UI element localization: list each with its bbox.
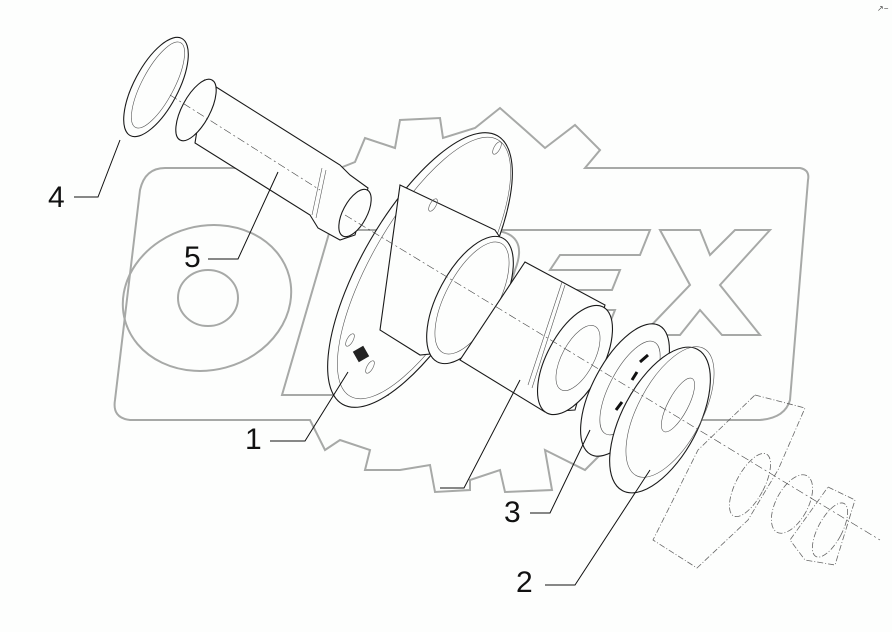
part-3-bearing-cage bbox=[580, 323, 670, 457]
callout-5: 5 bbox=[184, 241, 201, 274]
part-2-seal-ring bbox=[609, 346, 715, 494]
part-5-shaft bbox=[175, 78, 372, 241]
callout-1: 1 bbox=[245, 423, 262, 456]
ghost-parts bbox=[652, 394, 856, 569]
corner-mark: ↗− bbox=[877, 4, 889, 13]
part-4-seal-disk bbox=[123, 36, 189, 138]
label-plate-icon bbox=[352, 345, 370, 363]
callout-3: 3 bbox=[504, 496, 521, 529]
callout-2: 2 bbox=[516, 566, 533, 599]
leader-lines bbox=[74, 139, 651, 586]
callout-4: 4 bbox=[48, 181, 65, 214]
bearing-sleeve bbox=[459, 261, 614, 416]
center-axis bbox=[169, 94, 881, 541]
